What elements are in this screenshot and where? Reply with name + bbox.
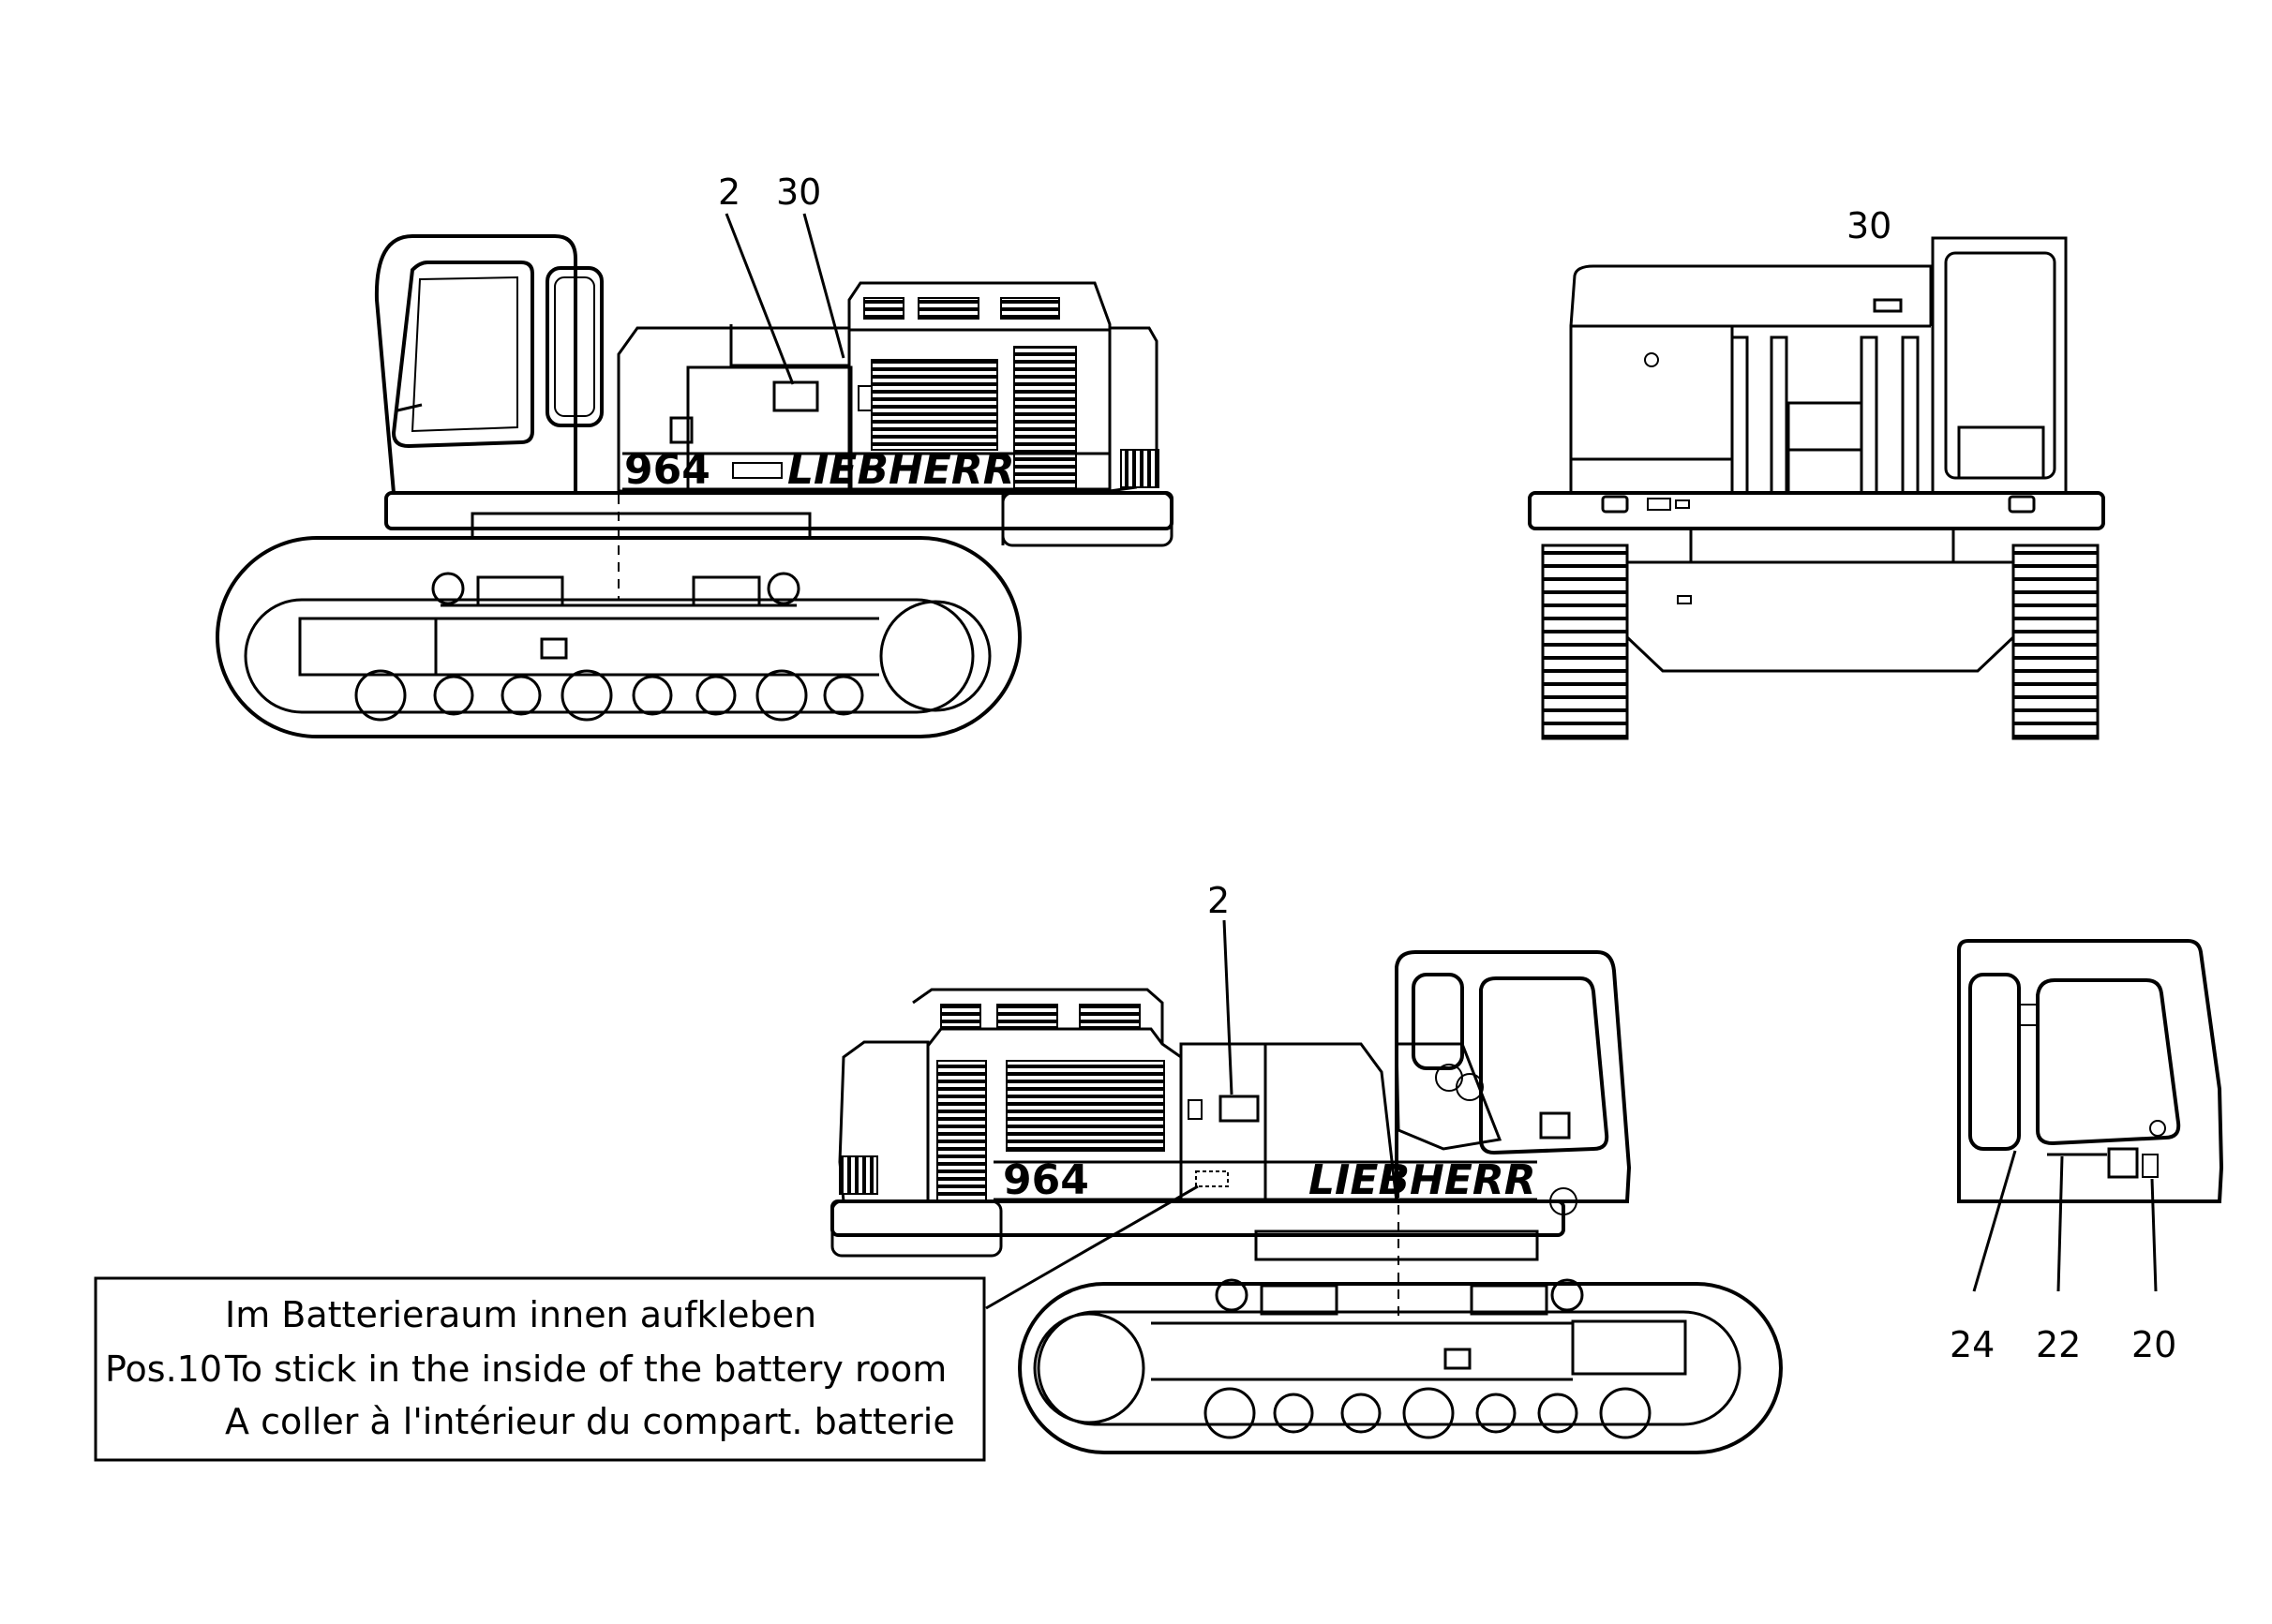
- left-view-model-decal: 964: [624, 446, 710, 494]
- callout-20-cab: 20: [2131, 1324, 2176, 1365]
- callout-2-right-view: 2: [1207, 880, 1230, 921]
- leader-line-pos10: [985, 1184, 1199, 1310]
- note-line-en: To stick in the inside of the battery ro…: [224, 1348, 947, 1390]
- leader-line-30-rear: [1875, 246, 1888, 298]
- callout-22-cab: 22: [2036, 1324, 2081, 1365]
- leader-line-24: [1972, 1150, 2017, 1292]
- leader-line-20: [2150, 1178, 2158, 1292]
- callout-2-left-view: 2: [718, 171, 740, 213]
- note-line-de: Im Batterieraum innen aufkleben: [225, 1294, 816, 1335]
- left-side-view: [216, 234, 1173, 738]
- leader-line-2-left: [725, 213, 795, 385]
- leader-line-22: [2056, 1155, 2064, 1292]
- callout-30-rear-view: 30: [1846, 205, 1891, 246]
- rear-view: [1528, 236, 2105, 740]
- left-view-upper-carriage: [374, 234, 1173, 600]
- right-view-crawler: [1018, 1229, 1783, 1454]
- note-position-label: Pos.10: [105, 1348, 222, 1390]
- right-view-brand-decal: LIEBHERR: [1308, 1156, 1536, 1204]
- note-box: [94, 1276, 986, 1462]
- callout-30-left-view: 30: [776, 171, 821, 213]
- right-view-model-decal: 964: [1003, 1156, 1089, 1204]
- note-line-fr: A coller à l'intérieur du compart. batte…: [225, 1401, 955, 1442]
- leader-line-2-right: [1222, 919, 1233, 1095]
- left-view-brand-decal: LIEBHERR: [787, 446, 1015, 494]
- right-view-upper-carriage: [830, 950, 1632, 1321]
- leader-line-30-left: [802, 213, 845, 359]
- cab-detail-view: [1957, 939, 2224, 1203]
- callout-24-cab: 24: [1950, 1324, 1995, 1365]
- right-side-view: [830, 950, 1783, 1454]
- left-view-crawler: [216, 512, 1022, 738]
